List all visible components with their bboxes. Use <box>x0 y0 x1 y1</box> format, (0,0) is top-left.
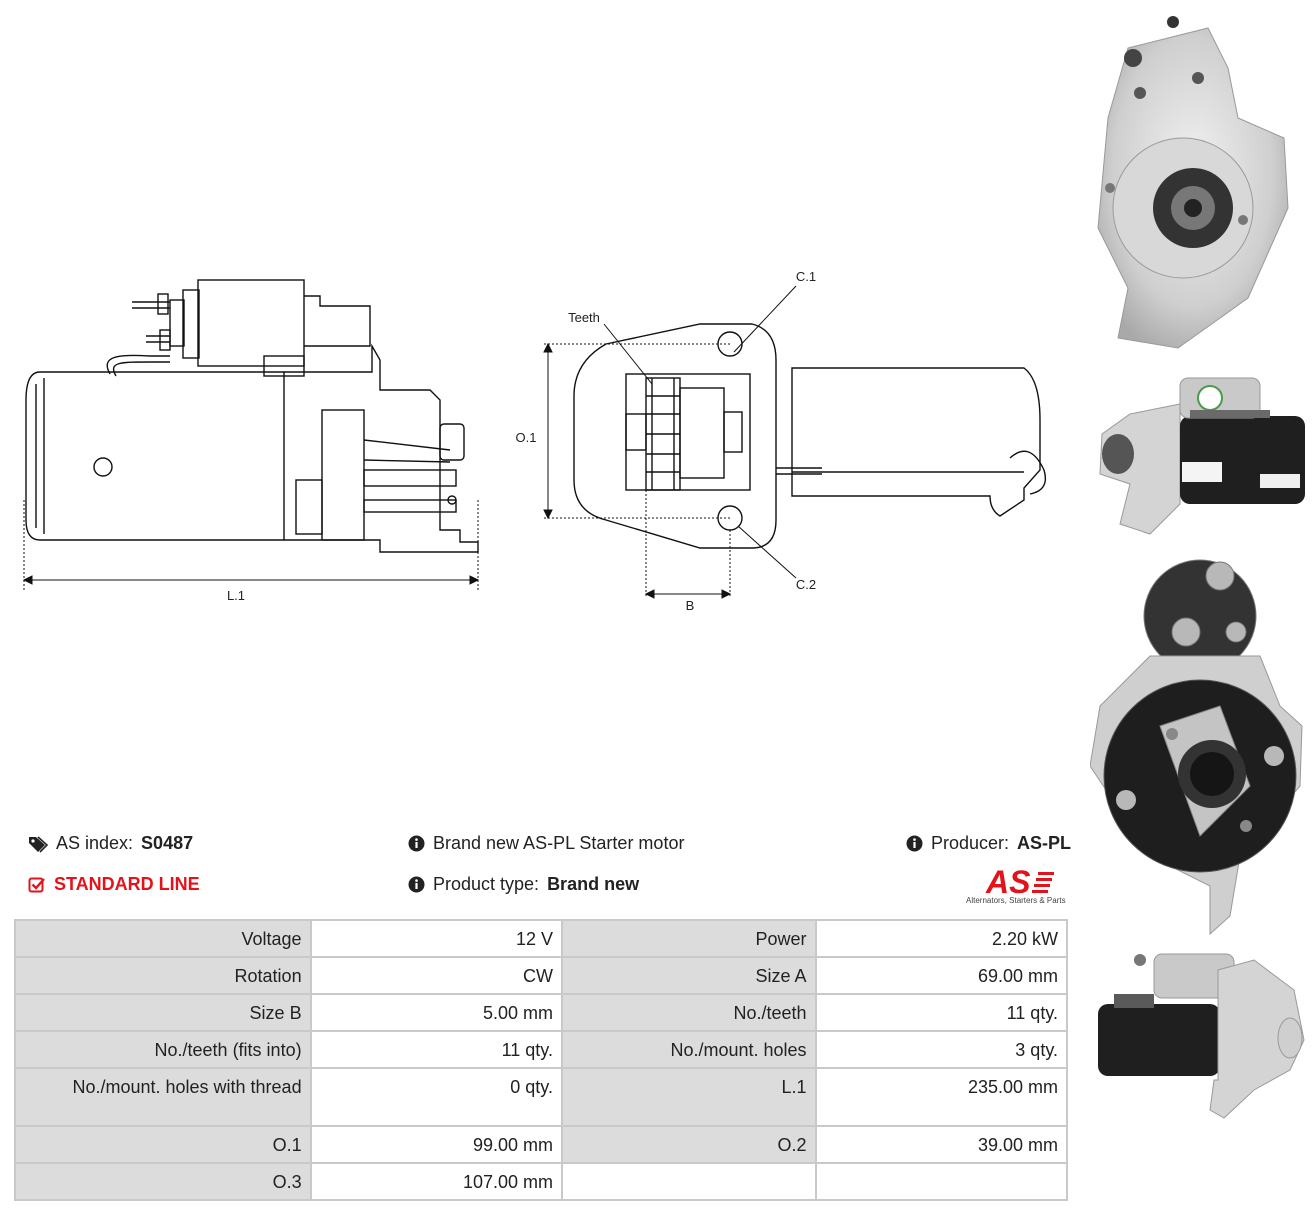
spec-value: 11 qty. <box>309 1030 563 1069</box>
spec-value: 2.20 kW <box>814 919 1069 958</box>
spec-label: O.3 <box>14 1162 312 1201</box>
spec-label: Voltage <box>14 919 312 958</box>
spec-label: Rotation <box>14 956 312 995</box>
spec-label: No./teeth <box>560 993 817 1032</box>
table-row: O.1 99.00 mm O.2 39.00 mm <box>14 1125 1069 1164</box>
spec-value: CW <box>309 956 563 995</box>
logo-tagline: Alternators, Starters & Parts <box>966 896 1066 905</box>
product-line: STANDARD LINE <box>28 874 200 895</box>
spec-value: 0 qty. <box>309 1067 563 1127</box>
product-type: Product type: Brand new <box>408 874 639 895</box>
info-icon <box>408 835 425 852</box>
spec-label: O.2 <box>560 1125 817 1164</box>
product-type-value: Brand new <box>547 874 640 894</box>
spec-value: 107.00 mm <box>309 1162 563 1201</box>
as-index: AS index: S0487 <box>28 833 193 854</box>
as-logo: AS Alternators, Starters & Parts <box>962 862 1070 908</box>
producer-value: AS-PL <box>1017 833 1072 853</box>
spec-label: No./mount. holes <box>560 1030 817 1069</box>
product-description: Brand new AS-PL Starter motor <box>408 833 684 854</box>
tag-icon <box>29 835 48 853</box>
spec-label-empty <box>560 1162 817 1201</box>
spec-label: No./teeth (fits into) <box>14 1030 312 1069</box>
table-row: Rotation CW Size A 69.00 mm <box>14 956 1069 995</box>
dim-label-teeth: Teeth <box>568 310 600 325</box>
spec-value: 99.00 mm <box>309 1125 563 1164</box>
spec-value: 5.00 mm <box>309 993 563 1032</box>
spec-value: 69.00 mm <box>814 956 1069 995</box>
product-photo-side-2 <box>1098 953 1305 1119</box>
logo-mark: AS <box>985 864 1031 900</box>
spec-label: Power <box>560 919 817 958</box>
dim-label-o1: O.1 <box>516 430 537 445</box>
product-type-label: Product type: <box>433 874 540 894</box>
spec-label: Size B <box>14 993 312 1032</box>
description-text: Brand new AS-PL Starter motor <box>433 833 685 853</box>
spec-label: L.1 <box>560 1067 817 1127</box>
producer-label: Producer: <box>931 833 1010 853</box>
table-row: Voltage 12 V Power 2.20 kW <box>14 919 1069 958</box>
spec-value: 3 qty. <box>814 1030 1069 1069</box>
table-row: Size B 5.00 mm No./teeth 11 qty. <box>14 993 1069 1032</box>
spec-table: Voltage 12 V Power 2.20 kW Rotation CW S… <box>14 919 1069 1201</box>
info-icon <box>408 876 425 893</box>
producer: Producer: AS-PL <box>906 833 1071 854</box>
info-icon <box>906 835 923 852</box>
table-row: No./teeth (fits into) 11 qty. No./mount.… <box>14 1030 1069 1069</box>
front-view-drawing: O.1 B C.1 C.2 Teeth <box>516 269 1047 613</box>
spec-label: No./mount. holes with thread <box>14 1067 312 1127</box>
dim-label-c1: C.1 <box>796 269 816 284</box>
dim-label-b: B <box>686 598 695 613</box>
spec-value: 39.00 mm <box>814 1125 1069 1164</box>
product-line-label: STANDARD LINE <box>54 874 200 894</box>
spec-value: 11 qty. <box>814 993 1069 1032</box>
dim-label-c2: C.2 <box>796 577 816 592</box>
product-photo-drive-end <box>1097 16 1289 349</box>
as-index-value: S0487 <box>141 833 194 853</box>
spec-value: 12 V <box>309 919 563 958</box>
table-row: No./mount. holes with thread 0 qty. L.1 … <box>14 1067 1069 1127</box>
as-index-label: AS index: <box>56 833 134 853</box>
side-view-drawing: L.1 <box>22 279 480 603</box>
spec-label: O.1 <box>14 1125 312 1164</box>
spec-value-empty <box>814 1162 1069 1201</box>
spec-value: 235.00 mm <box>814 1067 1069 1127</box>
check-square-icon <box>28 877 45 892</box>
product-photo-side <box>1099 377 1305 535</box>
product-photo-rear <box>1090 559 1303 936</box>
dim-label-l1: L.1 <box>227 588 245 603</box>
table-row: O.3 107.00 mm <box>14 1162 1069 1201</box>
spec-label: Size A <box>560 956 817 995</box>
